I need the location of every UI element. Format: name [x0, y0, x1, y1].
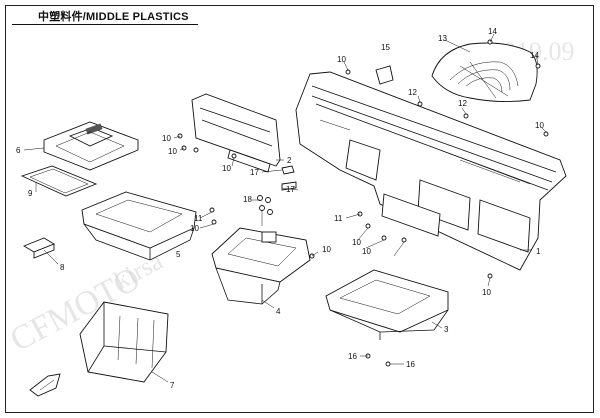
callout-4: 4: [276, 307, 281, 316]
part-15-label-plate: [375, 65, 394, 85]
callout-13: 13: [438, 34, 447, 43]
callout-10-right: 10: [535, 121, 544, 130]
part-7-tool-box: [79, 301, 169, 383]
part-9-gasket: [20, 165, 98, 197]
callout-10-mid-b: 10: [362, 247, 371, 256]
callout-10-upper: 10: [337, 55, 346, 64]
callout-11-tray: 11: [194, 214, 203, 223]
callout-15: 15: [381, 43, 390, 52]
part-3-lower-tray: [325, 269, 449, 340]
part-1-main-panel: [295, 71, 567, 271]
page-title: 中塑料件/MIDDLE PLASTICS: [38, 11, 189, 23]
part-6-tray-lid: [43, 121, 139, 171]
leader-lines: [23, 33, 547, 383]
part-13-rear-cover: [431, 42, 538, 103]
callout-18: 18: [243, 195, 252, 204]
callout-10-tray: 10: [190, 224, 199, 233]
part-8-plug: [22, 237, 56, 259]
callout-2: 2: [287, 156, 292, 165]
callout-10-bracket-c: 10: [222, 164, 231, 173]
diagram-frame: [5, 5, 594, 413]
callout-5: 5: [176, 250, 181, 259]
callout-12-right: 12: [458, 99, 467, 108]
callout-7: 7: [170, 381, 175, 390]
callout-14-top: 14: [488, 27, 497, 36]
part-2-side-bracket: [191, 93, 281, 173]
callout-numbers: 15 13 14 14 10 12 12 10 6 10 10 10 2 17 …: [16, 27, 544, 390]
callout-12-left: 12: [408, 88, 417, 97]
callout-9: 9: [28, 189, 33, 198]
part-4-storage-box: [211, 227, 311, 305]
callout-3: 3: [444, 325, 449, 334]
callout-17-lower: 17: [286, 185, 295, 194]
callout-10-mid-a: 10: [352, 238, 361, 247]
callout-6: 6: [16, 146, 21, 155]
callout-8: 8: [60, 263, 65, 272]
callout-1: 1: [536, 247, 541, 256]
forward-arrow-icon: [29, 373, 61, 397]
callout-10-box: 10: [322, 245, 331, 254]
callout-10-bracket-b: 10: [168, 147, 177, 156]
title-underline: [12, 24, 198, 25]
callout-16-right: 16: [406, 360, 415, 369]
callout-14-right: 14: [530, 51, 539, 60]
callout-11-left: 11: [334, 214, 343, 223]
callout-17-upper: 17: [250, 168, 259, 177]
callout-10-lower: 10: [482, 288, 491, 297]
callout-16-left: 16: [348, 352, 357, 361]
part-18-screws: [257, 195, 273, 226]
part-5-storage-tray: [81, 191, 197, 261]
callout-10-bracket-a: 10: [162, 134, 171, 143]
